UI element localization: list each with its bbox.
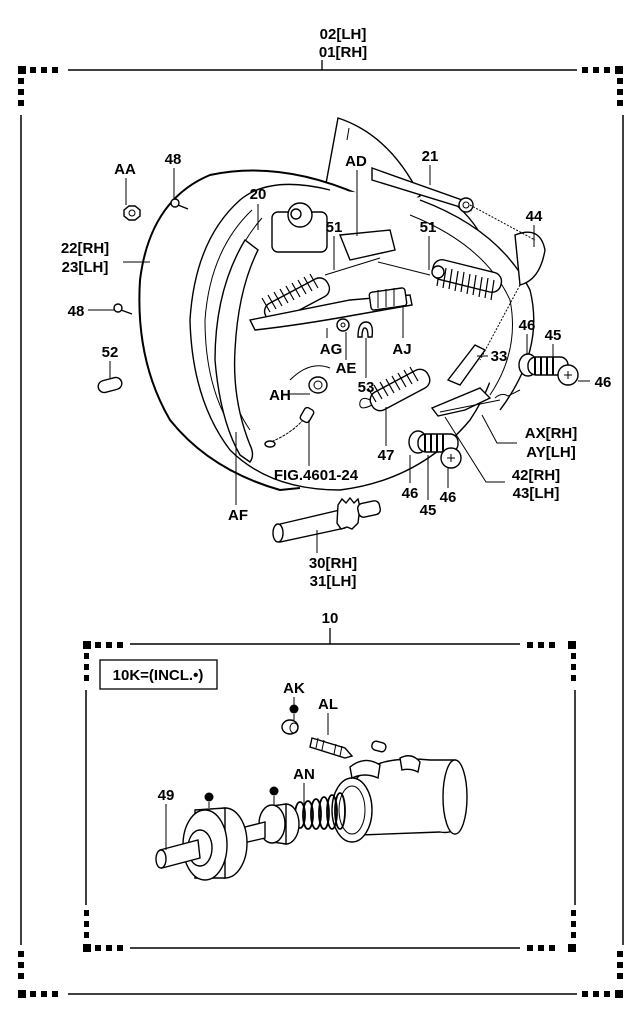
callout-47: 47 [378, 447, 395, 464]
callout-22-rh: 22[RH] [61, 240, 109, 257]
callout-42-rh: 42[RH] [512, 467, 560, 484]
spring-51-right [377, 259, 503, 301]
callout-48-top: 48 [165, 151, 182, 168]
brake-shoe-left [214, 238, 259, 463]
adjuster-screw-30-31 [272, 496, 381, 543]
kit-note-box [99, 659, 218, 690]
callout-31-lh: 31[LH] [310, 573, 357, 590]
callout-33: 33 [491, 348, 508, 365]
callout-AD: AD [345, 153, 367, 170]
callout-45-top: 45 [545, 327, 562, 344]
callout-AL: AL [318, 696, 338, 713]
hold-down-pin-upper [518, 353, 579, 386]
kit-note: 10K=(INCL.•) [113, 667, 204, 684]
callout-AG: AG [320, 341, 343, 358]
callout-48-left: 48 [68, 303, 85, 320]
callout-46-lower-left: 46 [402, 485, 419, 502]
callout-AH: AH [269, 387, 291, 404]
spring-47 [359, 366, 431, 412]
inner-frame-wheel-cylinder: 10 10K=(INCL.•) AK AL [83, 610, 576, 952]
part-callouts: AA 48 20 AD 21 44 51 51 22[RH] 23[LH] 48… [61, 148, 612, 590]
callout-30-rh: 30[RH] [309, 555, 357, 572]
wheel-cylinder-body [331, 755, 468, 843]
callout-46-right: 46 [595, 374, 612, 391]
callout-21: 21 [422, 148, 439, 165]
kit-marker-dot-ak [289, 704, 299, 714]
assembly-label-rh: 01[RH] [319, 44, 367, 61]
callout-46-top: 46 [519, 317, 536, 334]
hold-down-pin-lower [408, 430, 462, 469]
callout-AA: AA [114, 161, 136, 178]
callout-10: 10 [322, 610, 339, 627]
callout-ay-lh: AY[LH] [526, 444, 575, 461]
spring-AN [294, 792, 346, 830]
callout-49: 49 [158, 787, 175, 804]
callout-51-left: 51 [326, 219, 343, 236]
callout-AF: AF [228, 507, 248, 524]
callout-52: 52 [102, 344, 119, 361]
callout-AK: AK [283, 680, 305, 697]
callout-44: 44 [526, 208, 543, 225]
callout-AE: AE [336, 360, 357, 377]
callout-AN: AN [293, 766, 315, 783]
callout-45-lower: 45 [420, 502, 437, 519]
callout-20: 20 [250, 186, 267, 203]
kit-marker-dot-cup [269, 786, 279, 796]
callout-23-lh: 23[LH] [62, 259, 109, 276]
callout-43-lh: 43[LH] [513, 485, 560, 502]
assembly-label-lh: 02[LH] [320, 26, 367, 43]
callout-46-lower-right: 46 [440, 489, 457, 506]
kit-marker-dot-piston [204, 792, 214, 802]
callout-53: 53 [358, 379, 375, 396]
callout-AJ: AJ [392, 341, 411, 358]
outer-frame: 02[LH] 01[RH] [18, 26, 624, 998]
callout-fig-reference[interactable]: FIG.4601-24 [274, 467, 359, 484]
callout-51-right: 51 [420, 219, 437, 236]
callout-ax-rh: AX[RH] [525, 425, 578, 442]
